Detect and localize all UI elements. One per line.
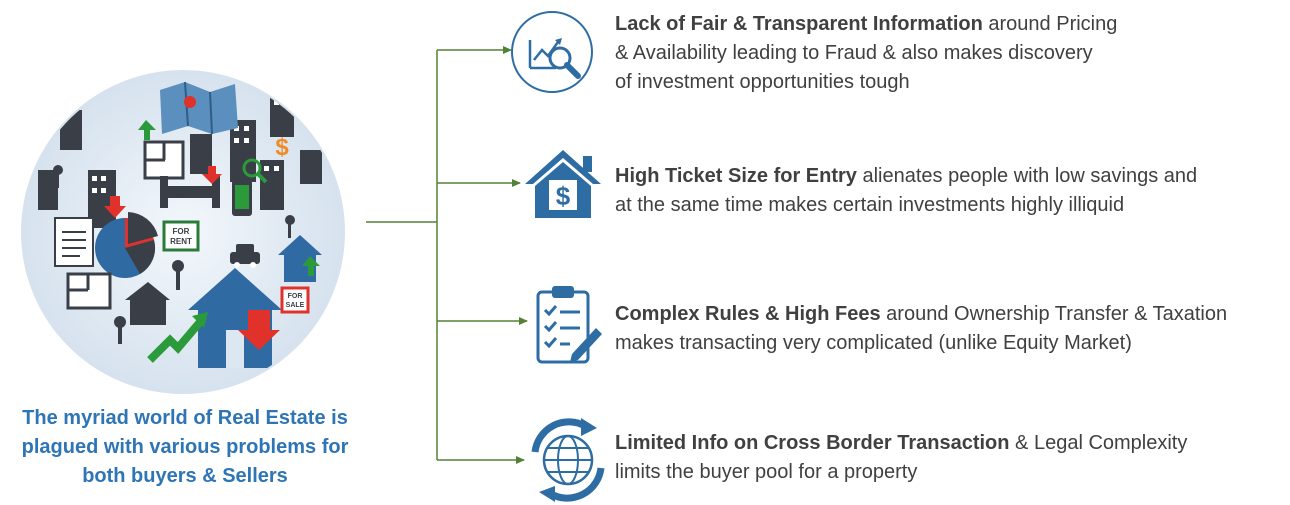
problem-item-3: Complex Rules & High Fees around Ownersh… [615,300,1285,358]
bed-icon [160,176,220,208]
problem-item-1: Lack of Fair & Transparent Information a… [615,10,1285,97]
real-estate-collage: FOR RENT FOR SALE $ [21,70,345,394]
for-sale-sign-icon: FOR SALE [280,286,310,314]
problem-item-line: Limited Info on Cross Border Transaction… [615,429,1285,458]
problem-item-line: makes transacting very complicated (unli… [615,332,1132,354]
problem-item-line: of investment opportunities tough [615,71,910,93]
for-rent-sign-icon: FOR RENT [162,220,200,252]
problem-description: & Legal Complexity [1009,432,1188,454]
car-icon [230,244,260,268]
svg-text:SALE: SALE [286,302,305,309]
clipboard-checklist-icon [536,286,602,364]
problem-item-line: Complex Rules & High Fees around Ownersh… [615,300,1285,329]
phone-icon [232,180,252,216]
pie-chart-icon [95,212,158,278]
key-icon [53,165,295,344]
svg-text:FOR: FOR [288,293,303,300]
document-icon [54,217,94,267]
problem-item-line: High Ticket Size for Entry alienates peo… [615,162,1285,191]
problem-description: alienates people with low savings and [856,165,1198,187]
problem-heading: Complex Rules & High Fees [615,303,881,325]
problem-heading: Lack of Fair & Transparent Information [615,13,983,35]
caption-line: The myriad world of Real Estate is [22,407,348,429]
dollar-sign-icon: $ [275,134,289,161]
chart-magnifier-icon [511,11,593,93]
up-arrow-icon [138,120,320,276]
problem-heading: Limited Info on Cross Border Transaction [615,432,1010,454]
problem-item-line: limits the buyer pool for a property [615,461,918,483]
collage-caption: The myriad world of Real Estate is plagu… [5,404,365,491]
down-arrow-icon [104,166,280,350]
magnifier-icon [242,158,268,184]
problem-description: around Ownership Transfer & Taxation [880,303,1228,325]
trend-arrow-icon [147,312,208,363]
problem-item-line: & Availability leading to Fraud & also m… [615,42,1093,64]
floor-plan-icon [66,140,185,310]
caption-line: plagued with various problems for [21,436,349,458]
house-icon [125,282,170,325]
map-icon [160,81,238,135]
problem-item-line: at the same time makes certain investmen… [615,194,1125,216]
svg-text:$: $ [275,134,289,161]
svg-text:$: $ [556,181,571,211]
svg-text:RENT: RENT [170,237,192,246]
problem-item-line: Lack of Fair & Transparent Information a… [615,10,1285,39]
globe-arrows-icon [531,418,605,502]
caption-line: both buyers & Sellers [82,465,288,487]
problem-heading: High Ticket Size for Entry [615,165,857,187]
problem-item-4: Limited Info on Cross Border Transaction… [615,429,1285,487]
problem-description: around Pricing [982,13,1118,35]
problem-item-2: High Ticket Size for Entry alienates peo… [615,162,1285,220]
house-dollar-icon: $ [525,150,601,218]
for-rent-label: FOR [173,227,190,236]
